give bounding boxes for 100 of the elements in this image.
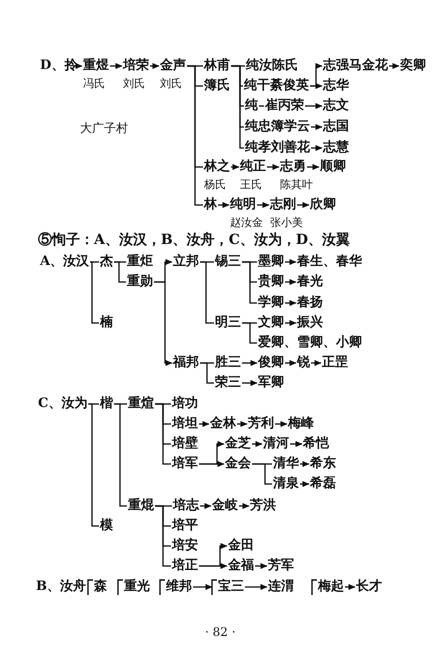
arrow	[389, 63, 400, 69]
person-name: 培荣	[123, 57, 149, 75]
person-name: 正罡	[322, 354, 348, 372]
arrow	[199, 421, 210, 427]
spouse-name: 赵汝金	[230, 216, 263, 230]
arrow	[231, 164, 240, 170]
arrow	[285, 300, 296, 306]
person-name: 墨卿	[258, 253, 284, 271]
person-name: 杰	[100, 253, 113, 271]
arrow	[245, 584, 268, 590]
person-name: 培壁	[172, 435, 198, 453]
person-name: 楠	[100, 314, 113, 332]
person-name: 重炬	[127, 253, 153, 271]
connector-line	[242, 322, 257, 344]
person-name: 欣卿	[310, 196, 336, 214]
person-name: 培安	[172, 537, 198, 555]
connector-line	[242, 261, 257, 304]
person-name: 长才	[356, 578, 382, 596]
person-name: 奕卿	[400, 57, 426, 75]
person-name: 崔丙荣	[265, 97, 304, 115]
person-name: 重勋	[127, 273, 153, 291]
person-name: 希磊	[310, 475, 336, 493]
person-name: 清华	[273, 455, 299, 473]
arrow	[307, 164, 320, 170]
person-name: 文卿	[258, 314, 284, 332]
person-name: 培功	[172, 395, 198, 413]
connector-line	[88, 403, 99, 527]
arrow	[150, 63, 160, 69]
person-name: 爱卿、雪卿、小卿	[258, 334, 362, 352]
person-name: 芳军	[268, 557, 294, 575]
person-name: 学卿	[258, 294, 284, 312]
spouse-name: 杨氏	[204, 178, 226, 192]
spouse-name: 陈其叶	[280, 178, 313, 192]
connector-line	[155, 403, 171, 465]
person-name: 立邦	[173, 253, 199, 271]
person-name: 锡三	[215, 253, 241, 271]
person-name: 梅起	[318, 578, 344, 596]
person-name: 纯汝陈氏	[246, 57, 298, 75]
person-name: 纯	[245, 97, 258, 115]
person-name: 志慧	[323, 139, 349, 157]
person-name: 纯正	[240, 158, 266, 176]
person-name: 志勇	[280, 158, 306, 176]
spouse-name: 刘氏	[123, 77, 145, 91]
arrow	[311, 145, 322, 151]
connector-line	[90, 261, 99, 324]
arrow	[252, 441, 262, 447]
person-name: 金福	[228, 557, 254, 575]
page-number: · 82 ·	[205, 624, 236, 639]
arrow	[285, 320, 296, 326]
person-name: D、拎	[40, 57, 78, 75]
arrow	[242, 360, 258, 366]
person-name: 锐	[297, 354, 310, 372]
arrow	[110, 63, 122, 69]
person-name: 宝三	[218, 578, 244, 596]
heading: ⑤恂子：A、汝汉，B、汝舟，C、汝为，D、汝翼	[38, 231, 350, 250]
arrow	[257, 202, 270, 208]
arrow	[290, 441, 302, 447]
arrow	[311, 360, 322, 366]
person-name: 贵卿	[258, 273, 284, 291]
arrow	[310, 83, 322, 89]
person-name: 希东	[310, 455, 336, 473]
person-name: 培军	[172, 455, 198, 473]
person-name: 振兴	[297, 314, 323, 332]
arrow	[285, 279, 296, 285]
arrow	[76, 63, 82, 69]
person-name: 梅峰	[288, 415, 314, 433]
person-name: 金芝	[225, 435, 251, 453]
arrow	[237, 421, 248, 427]
person-name: 纯忠簿学云	[245, 118, 310, 136]
connector-line	[231, 65, 244, 149]
spouse-name: 王氏	[240, 178, 262, 192]
person-name: 森	[94, 578, 107, 596]
spouse-name: 冯氏	[83, 77, 105, 91]
person-name: 维邦	[166, 578, 192, 596]
person-name: 金会	[225, 455, 251, 473]
person-name: 簿氏	[204, 77, 230, 95]
person-name: 重焜	[128, 497, 154, 515]
person-name: 培平	[172, 517, 198, 535]
person-name: B、汝舟	[36, 578, 86, 596]
arrow	[154, 281, 172, 366]
person-name: 春生、春华	[297, 253, 362, 271]
arrow	[239, 503, 250, 509]
person-name: 军卿	[258, 374, 284, 392]
person-name: 金林	[210, 415, 236, 433]
connector-line	[114, 261, 126, 283]
connector-line	[252, 463, 272, 485]
place-name: 大广子村	[80, 120, 128, 137]
arrow	[267, 164, 280, 170]
person-name: 培坦	[172, 415, 198, 433]
person-name: 芳利	[248, 415, 274, 433]
connector-line	[155, 505, 171, 567]
person-name: 林之	[204, 158, 230, 176]
arrow	[200, 503, 212, 509]
arrow	[285, 259, 296, 265]
person-name: 志文	[323, 97, 349, 115]
arrow	[311, 124, 322, 130]
person-name: 连渭	[268, 578, 294, 596]
arrow	[242, 380, 258, 386]
person-name: 培志	[173, 497, 199, 515]
person-name: C、汝为	[38, 395, 88, 413]
